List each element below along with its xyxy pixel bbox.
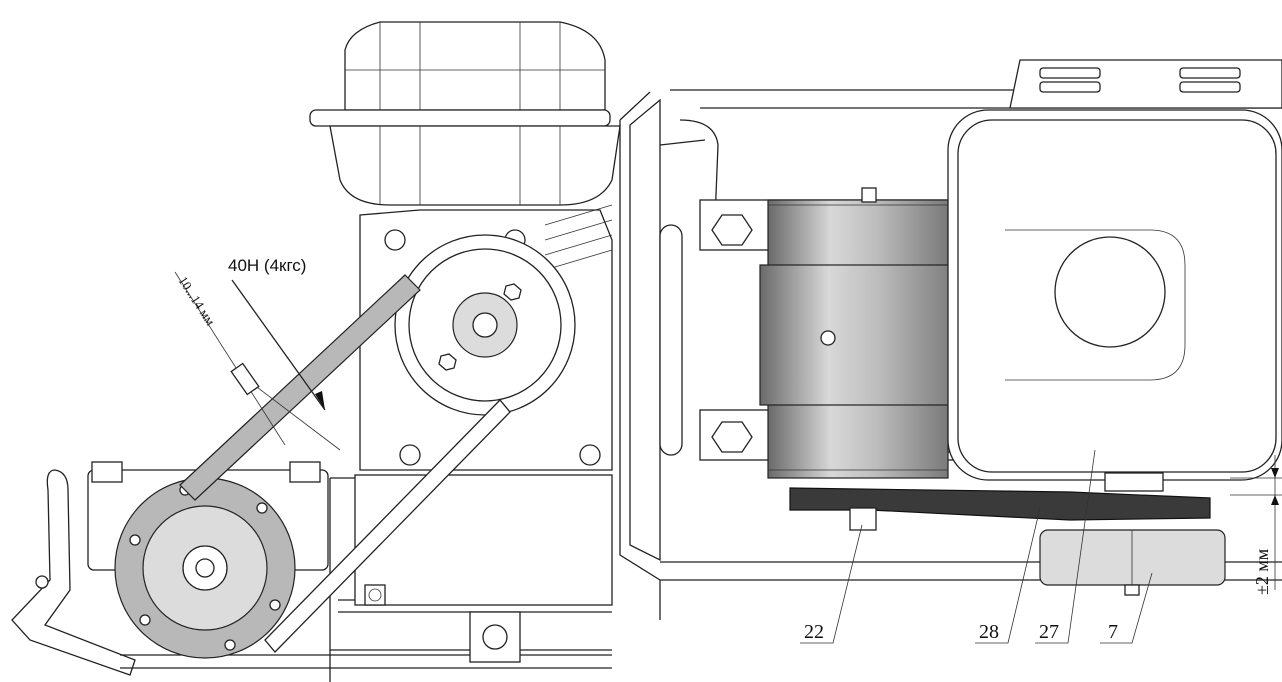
lower-pulley: [114, 477, 296, 659]
tolerance-dimension: [1230, 455, 1282, 590]
handle: [11, 469, 136, 676]
callout-28: 28: [979, 621, 999, 643]
tolerance-label: ±2 мм: [1252, 549, 1272, 595]
air-cleaner: [309, 21, 621, 206]
platform: [619, 89, 1282, 620]
deflection-label: 10...14 мм: [175, 273, 218, 328]
v-belt: [179, 274, 511, 653]
bottom-belt: [789, 472, 1211, 521]
engine-block: [947, 109, 1282, 481]
callout-22: 22: [804, 621, 824, 643]
upper-pulley: [394, 234, 576, 416]
shaft-bolt: [849, 507, 877, 531]
left-view-belt-drive: 40Н (4кгс) 10...14 мм: [11, 21, 621, 682]
tension-indicator: [174, 271, 341, 451]
base-frame: [120, 474, 613, 682]
callout-leaders: [800, 449, 1153, 644]
callout-7: 7: [1108, 621, 1118, 643]
engine-top: [1009, 59, 1282, 109]
drive-pulley: [1039, 529, 1226, 596]
callout-27: 27: [1039, 621, 1059, 643]
force-label: 40Н (4кгс): [228, 256, 306, 275]
vibrator-housing: [759, 187, 957, 479]
right-view-top-view: ±2 мм 22 28 27 7: [619, 59, 1282, 644]
